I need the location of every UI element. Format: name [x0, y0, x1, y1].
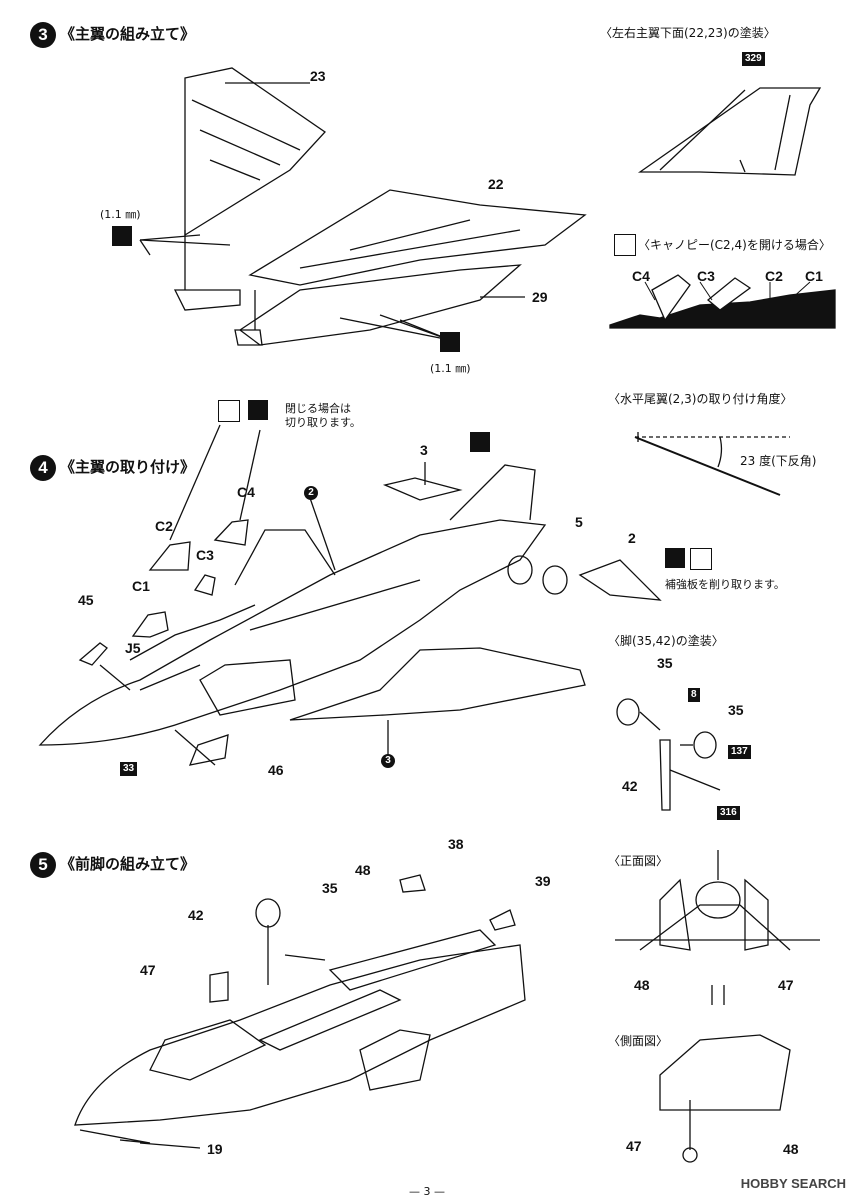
step-5-number: 5 [30, 852, 56, 878]
canopy-c4-label: C4 [632, 268, 650, 284]
canopy-c2-label: C2 [765, 268, 783, 284]
sand-icon [690, 548, 712, 570]
stab-angle-value: 23 度(下反角) [740, 454, 817, 468]
canopy-open-note: 〈キャノピー(C2,4)を開ける場合〉 [638, 238, 831, 252]
color-code-33: 33 [120, 762, 138, 776]
part-19-label: 19 [207, 1141, 223, 1157]
gear-paint-note: 〈脚(35,42)の塗装〉 [608, 634, 724, 648]
part-48-label: 48 [355, 862, 371, 878]
canopy-c4-label: C4 [237, 484, 255, 500]
shape-icon [248, 400, 268, 420]
part-42-label: 42 [188, 907, 204, 923]
canopy-c3-label: C3 [697, 268, 715, 284]
step-3-number: 3 [30, 22, 56, 48]
drill-hole-icon [440, 332, 460, 352]
side-view-note: 〈側面図〉 [608, 1034, 669, 1048]
drill-hole-icon [112, 226, 132, 246]
close-cut-note-2: 切り取ります。 [285, 416, 361, 429]
part-23-label: 23 [310, 68, 326, 84]
drill-size-note-1: (1.1 ㎜) [100, 208, 141, 221]
canopy-c1-label: C1 [805, 268, 823, 284]
part-47-label: 47 [626, 1138, 642, 1154]
part-35-label: 35 [322, 880, 338, 896]
reinforce-note: 補強板を削り取ります。 [665, 578, 785, 591]
close-cut-note-1: 閉じる場合は [285, 402, 351, 415]
part-29-label: 29 [532, 289, 548, 305]
part-2-label: 2 [628, 530, 636, 546]
color-code-329: 329 [742, 52, 765, 66]
part-j5-label: J5 [125, 640, 141, 656]
part-39-label: 39 [535, 873, 551, 889]
part-35-label: 35 [657, 655, 673, 671]
shape-icon [665, 548, 685, 568]
part-45-label: 45 [78, 592, 94, 608]
step-5-title: 《前脚の組み立て》 [60, 855, 196, 873]
color-code-137: 137 [728, 745, 751, 759]
color-code-8: 8 [688, 688, 700, 702]
canopy-c2-label: C2 [155, 518, 173, 534]
drill-size-note-2: (1.1 ㎜) [430, 362, 471, 375]
ref-step-3-marker: 3 [381, 754, 395, 768]
part-38-label: 38 [448, 836, 464, 852]
page-number: — 3 — [409, 1185, 445, 1198]
cut-icon [218, 400, 240, 422]
shape-icon [470, 432, 490, 452]
part-46-label: 46 [268, 762, 284, 778]
ref-step-2-marker: 2 [304, 486, 318, 500]
canopy-c3-label: C3 [196, 547, 214, 563]
part-47-label: 47 [140, 962, 156, 978]
step-4-title: 《主翼の取り付け》 [60, 458, 196, 476]
lower-wing-paint-note: 〈左右主翼下面(22,23)の塗装〉 [600, 26, 776, 40]
part-35-label: 35 [728, 702, 744, 718]
part-47-label: 47 [778, 977, 794, 993]
part-5-label: 5 [575, 514, 583, 530]
step-3-title: 《主翼の組み立て》 [60, 25, 196, 43]
part-22-label: 22 [488, 176, 504, 192]
front-view-note: 〈正面図〉 [608, 854, 669, 868]
cut-icon [614, 234, 636, 256]
stab-angle-note: 〈水平尾翼(2,3)の取り付け角度〉 [608, 392, 793, 406]
part-48-label: 48 [783, 1141, 799, 1157]
color-code-316: 316 [717, 806, 740, 820]
part-48-label: 48 [634, 977, 650, 993]
step-4-number: 4 [30, 455, 56, 481]
canopy-c1-label: C1 [132, 578, 150, 594]
part-3-label: 3 [420, 442, 428, 458]
watermark: HOBBY SEARCH [740, 1176, 846, 1191]
part-42-label: 42 [622, 778, 638, 794]
